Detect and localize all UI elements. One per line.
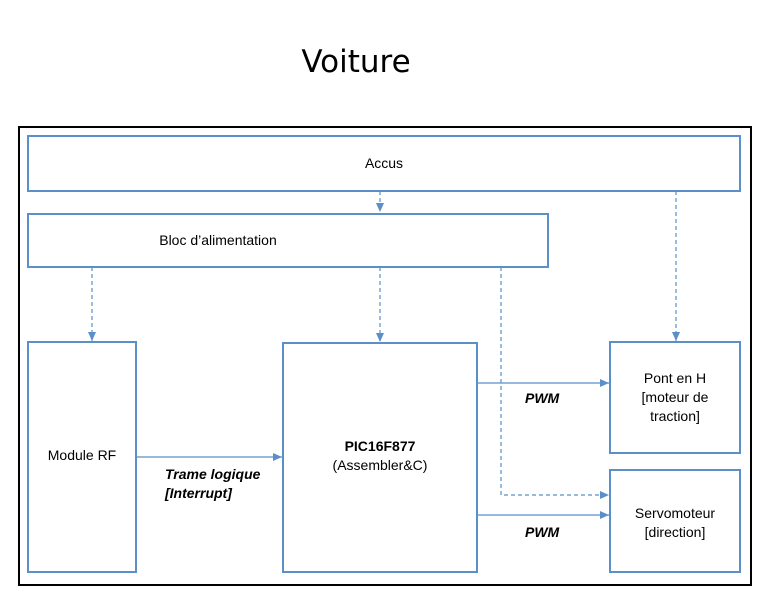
- label-trame-line-2: [Interrupt]: [165, 485, 232, 501]
- servo-line-2: [direction]: [644, 524, 706, 540]
- pic-language: (Assembler&C): [332, 457, 428, 473]
- block-bloc-alimentation-label: Bloc d’alimentation: [159, 232, 277, 248]
- block-accus-label: Accus: [364, 155, 404, 171]
- vehicle-frame: [18, 126, 752, 586]
- diagram-title: Voiture: [301, 44, 411, 80]
- pont-line-2: [moteur de: [641, 389, 709, 405]
- block-servomoteur: Servomoteur [direction]: [609, 469, 741, 573]
- block-pic16f877: PIC16F877 (Assembler&C): [282, 342, 478, 573]
- pic-name: PIC16F877: [344, 438, 416, 454]
- block-module-rf: Module RF: [27, 341, 137, 573]
- block-pont-en-h: Pont en H [moteur de traction]: [609, 341, 741, 454]
- servo-line-1: Servomoteur: [634, 505, 716, 521]
- label-trame-line-1: Trame logique: [165, 466, 261, 482]
- pont-line-3: traction]: [650, 408, 700, 424]
- block-module-rf-label: Module RF: [47, 447, 117, 463]
- label-pwm-servo: PWM: [525, 524, 560, 540]
- block-accus: Accus: [27, 135, 741, 192]
- label-pwm-pont: PWM: [525, 390, 560, 406]
- label-trame-logique: Trame logique [Interrupt]: [165, 465, 260, 503]
- pont-line-1: Pont en H: [643, 370, 707, 386]
- block-bloc-alimentation: Bloc d’alimentation: [27, 213, 549, 268]
- power-alim-to-servo: [500, 267, 609, 499]
